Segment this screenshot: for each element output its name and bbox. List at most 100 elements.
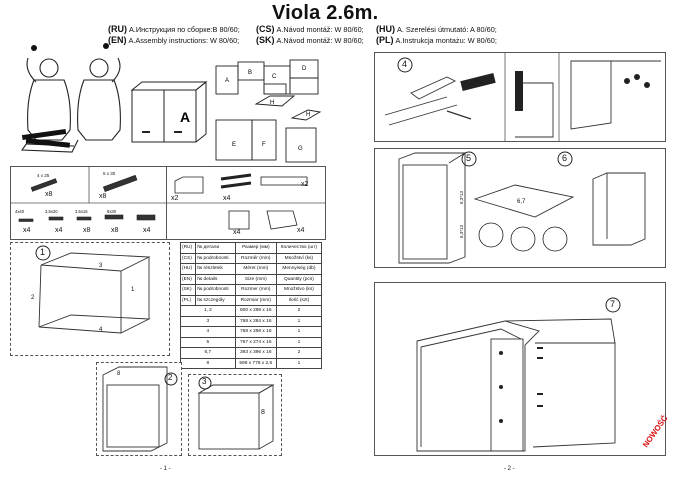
column-size: Méret (mm) <box>234 263 277 275</box>
step-2-panel: 2 8 <box>96 362 182 456</box>
part-id: 8 <box>180 357 236 369</box>
column-part-no: № детали <box>195 242 236 254</box>
screw-qty: x4 <box>23 227 31 234</box>
step-4-panel: 4 <box>374 52 666 142</box>
part-size: 800 x 298 x 16 <box>234 305 277 317</box>
cabinet-letter: G <box>298 146 303 152</box>
cabinet-letter: F <box>262 142 266 148</box>
column-qty: Ilość (szt) <box>275 294 323 306</box>
cabinet-letter: H <box>270 100 274 106</box>
part-id: 5 <box>180 336 236 348</box>
part-qty: 2 <box>275 305 323 317</box>
part-size: 767 x 274 x 16 <box>234 336 277 348</box>
cabinet-letter: A <box>180 109 190 125</box>
part-id: 4 <box>180 326 236 338</box>
screw-size: 3,5x20 <box>45 209 58 214</box>
screw-size: 3,5x16 <box>75 209 88 214</box>
hardware-panel-left: 4 x 25 x8 5 x 30 x8 4x40 x4 3,5x20 x4 3,… <box>10 166 168 240</box>
part-qty: 1 <box>275 315 323 327</box>
step-3-panel: 3 8 <box>188 374 282 456</box>
dowel-qty: x8 <box>111 227 119 234</box>
part-size: 768 x 298 x 16 <box>234 326 277 338</box>
step-number: 5 <box>466 153 472 163</box>
lang-text: A.Assembly instructions: W 80/60; <box>128 36 240 45</box>
part-label: 8 <box>117 371 121 377</box>
hinge-qty: x4 <box>297 227 305 234</box>
dowel-size: 8x30 <box>107 209 117 214</box>
part-size: 393 x 396 x 16 <box>234 347 277 359</box>
lang-code: (EN) <box>108 35 127 45</box>
screw-size: 5 x 30 <box>103 171 116 176</box>
screw-size: 4 x 25 <box>37 173 50 178</box>
step-number: 6 <box>562 153 568 163</box>
step-number: 3 <box>202 377 207 386</box>
lang-code: (CS) <box>256 24 275 34</box>
lang-code: (SK) <box>179 284 197 296</box>
lang-code: (HU) <box>376 24 395 34</box>
part-label: 8 <box>261 409 265 416</box>
part-qty: 1 <box>275 326 323 338</box>
step-number: 7 <box>610 299 616 309</box>
language-list: (RU)А.Инструкция по сборке:В 80/60; (CS)… <box>108 24 528 50</box>
dimension-label: 6,3*13 <box>459 224 465 239</box>
lang-text: A.Instrukcja montażu: W 80/60; <box>395 36 497 45</box>
part-id: 6,7 <box>180 347 236 359</box>
hinge-plate-qty: x4 <box>233 229 241 236</box>
step-5-6-panel: 5 6 6,7 6,3*13 6,3*13 <box>374 148 666 268</box>
column-part-no: № podrobnosti <box>195 252 236 264</box>
column-size: Rozmiar (mm) <box>234 294 277 306</box>
lang-text: A. Szerelési útmutató: A 80/60; <box>397 25 497 34</box>
cabinet-letter: D <box>302 66 307 72</box>
column-part-no: № details <box>195 273 236 285</box>
cabinet-letter: E <box>232 142 236 148</box>
part-qty: 1 <box>275 336 323 348</box>
screw-qty: x8 <box>99 193 107 200</box>
column-part-no: № podrobnosti <box>195 284 236 296</box>
step-number: 4 <box>402 59 408 69</box>
hardware-panel-right: x2 x4 x2 x4 x4 <box>166 166 326 240</box>
part-label: 4 <box>99 327 103 333</box>
column-part-no: № részletek <box>195 263 236 275</box>
lang-text: A.Návod montáž: W 80/60; <box>276 36 364 45</box>
part-label: 6,7 <box>517 199 526 205</box>
column-size: Rozměr (mm) <box>234 252 277 264</box>
column-part-no: № szczegóły <box>195 294 236 306</box>
part-size: 598 x 778 x 2,5 <box>234 357 277 369</box>
page-number-right: - 2 - <box>504 466 515 472</box>
cabinet-letter: A <box>225 78 229 84</box>
column-qty: Количество (шт) <box>275 242 323 254</box>
column-qty: Množstvo (ks) <box>275 284 323 296</box>
shelf-pin-qty: x4 <box>143 227 151 234</box>
lang-text: A.Návod montáž: W 80/60; <box>276 25 364 34</box>
part-qty: 1 <box>275 357 323 369</box>
hardware-qty: x2 <box>301 181 309 188</box>
column-qty: Množství (ks) <box>275 252 323 264</box>
screw-qty: x4 <box>55 227 63 234</box>
lang-code: (RU) <box>179 242 197 254</box>
lang-code: (EN) <box>179 273 197 285</box>
cabinet-a-illustration: A <box>130 80 208 143</box>
screw-qty: x8 <box>83 227 91 234</box>
lang-code: (SK) <box>256 35 275 45</box>
column-size: Size (mm) <box>234 273 277 285</box>
part-qty: 2 <box>275 347 323 359</box>
lang-code: (RU) <box>108 24 127 34</box>
cabinet-letter: H <box>306 112 310 118</box>
dimension-label: 6,3*13 <box>459 190 465 205</box>
column-qty: Quantity (pcs) <box>275 273 323 285</box>
lang-text: А.Инструкция по сборке:В 80/60; <box>129 25 240 34</box>
part-id: 1, 2 <box>180 305 236 317</box>
hardware-qty: x2 <box>171 195 179 202</box>
step-number: 2 <box>168 373 173 382</box>
hardware-qty: x4 <box>223 195 231 202</box>
